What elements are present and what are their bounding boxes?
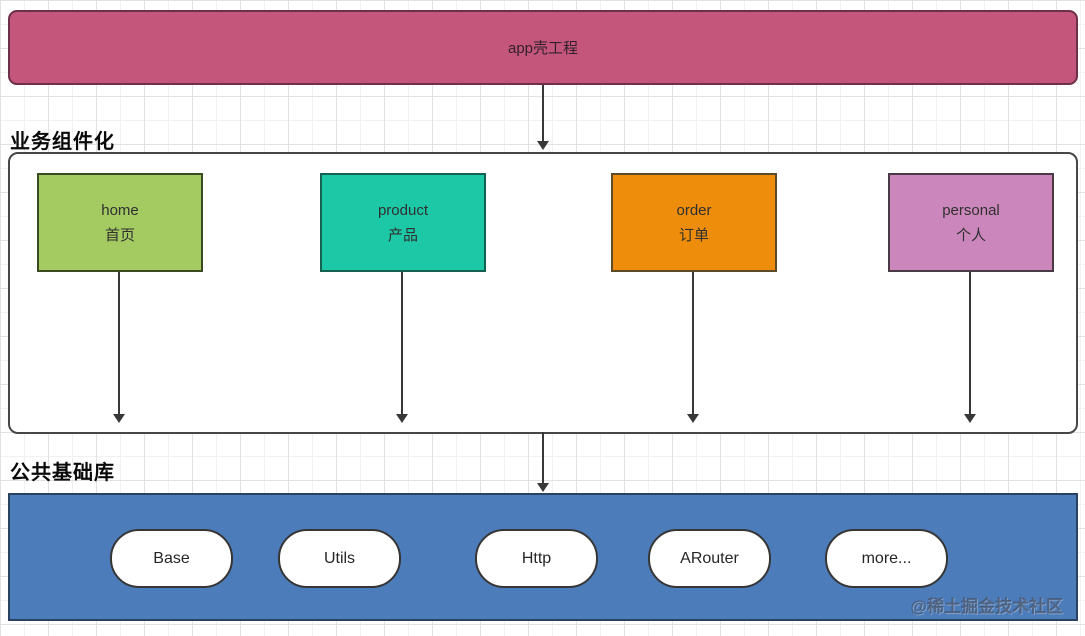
module-product: product 产品	[320, 173, 486, 272]
module-home-label-en: home	[101, 201, 139, 219]
arrowhead-product-down-icon	[396, 414, 408, 423]
library-pill-more-label: more...	[861, 549, 912, 567]
module-product-label-en: product	[377, 201, 429, 219]
app-shell-label: app壳工程	[507, 40, 579, 57]
module-order: order 订单	[611, 173, 777, 272]
arrow-product-down	[401, 272, 403, 414]
library-pill-base-label: Base	[153, 549, 190, 567]
base-section-title: 公共基础库	[10, 462, 115, 484]
arrow-personal-down	[969, 272, 971, 414]
arrowhead-home-down-icon	[113, 414, 125, 423]
business-section-title: 业务组件化	[10, 131, 115, 153]
arrowhead-personal-down-icon	[964, 414, 976, 423]
library-pill-base: Base	[110, 529, 233, 588]
module-personal-label-zh: 个人	[955, 226, 986, 244]
arrow-banner-to-business	[542, 85, 544, 142]
module-home: home 首页	[37, 173, 203, 272]
library-pill-http-label: Http	[521, 549, 552, 567]
arrowhead-order-down-icon	[687, 414, 699, 423]
arrowhead-business-to-base-icon	[537, 483, 549, 492]
module-order-label-zh: 订单	[678, 226, 709, 244]
library-pill-arouter: ARouter	[648, 529, 771, 588]
arrow-home-down	[118, 272, 120, 414]
module-order-label-en: order	[676, 201, 712, 219]
module-personal-label-en: personal	[942, 201, 1000, 219]
juejin-watermark: @稀土掘金技术社区	[910, 597, 1063, 616]
arrow-order-down	[692, 272, 694, 414]
module-product-label-zh: 产品	[387, 226, 418, 244]
arrowhead-banner-to-business-icon	[537, 141, 549, 150]
module-home-label-zh: 首页	[104, 226, 135, 244]
library-pill-http: Http	[475, 529, 598, 588]
app-shell-banner: app壳工程	[8, 10, 1078, 85]
library-pill-more: more...	[825, 529, 948, 588]
library-pill-utils: Utils	[278, 529, 401, 588]
library-pill-arouter-label: ARouter	[680, 549, 739, 567]
arrow-business-to-base	[542, 432, 544, 484]
library-pill-utils-label: Utils	[323, 549, 356, 567]
module-personal: personal 个人	[888, 173, 1054, 272]
